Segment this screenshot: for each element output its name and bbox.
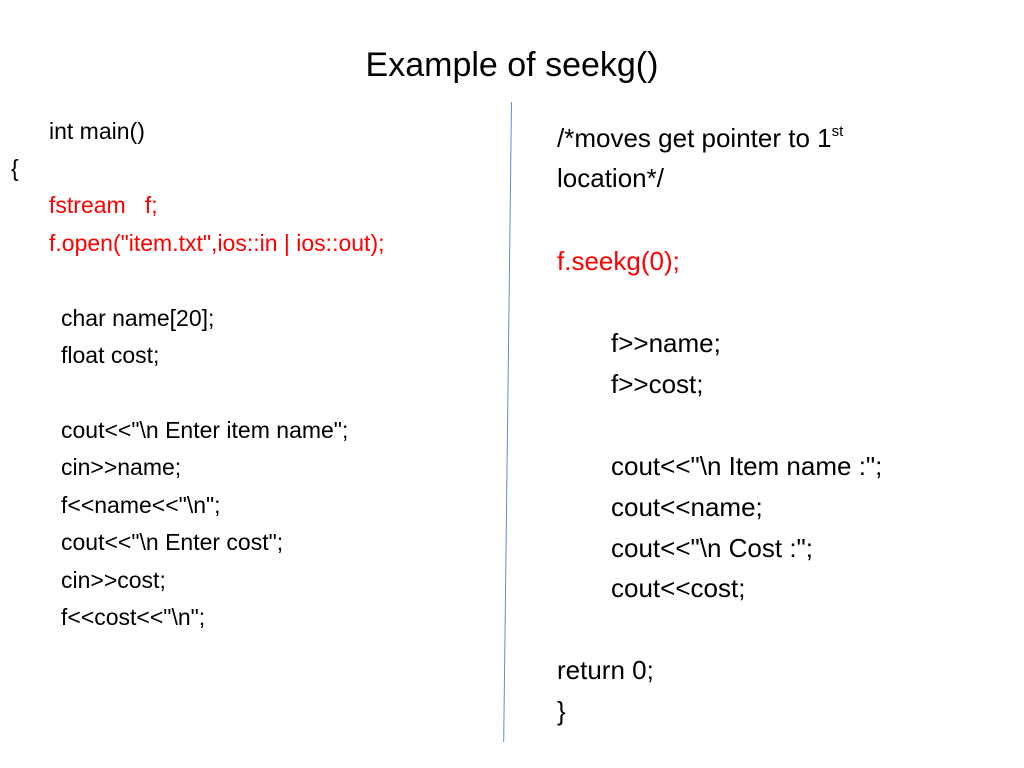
code-line-main-decl: int main() [49,118,145,144]
code-line-return: return 0; [557,655,654,685]
code-line-float-decl: float cost; [61,342,160,368]
code-line-read-name: cin>>name; [61,454,182,480]
code-line-print-cost: cout<<cost; [611,573,746,603]
code-line-print-item-label: cout<<"\n Item name :"; [611,451,883,481]
code-line-char-decl: char name[20]; [61,305,215,331]
code-line-print-cost-label: cout<<"\n Cost :"; [611,533,814,563]
code-line-open-brace: { [11,155,19,181]
ordinal-superscript: st [831,123,844,140]
comment-text: /*moves get pointer to 1 [557,123,832,153]
code-comment-first-line: /*moves get pointer to 1st [557,122,843,154]
column-divider [503,102,512,742]
code-line-close-brace: } [557,696,566,726]
code-line-prompt-name: cout<<"\n Enter item name"; [61,417,349,443]
code-line-extract-name: f>>name; [611,328,721,358]
code-line-prompt-cost: cout<<"\n Enter cost"; [61,529,284,555]
code-line-write-cost: f<<cost<<"\n"; [61,604,206,630]
code-line-print-name: cout<<name; [611,492,763,522]
slide-title: Example of seekg() [365,46,659,84]
code-line-fstream-decl: fstream f; [49,192,158,218]
code-line-read-cost: cin>>cost; [61,567,166,593]
code-comment-second-line: location*/ [557,163,664,193]
code-line-extract-cost: f>>cost; [611,369,704,399]
code-line-open-call: f.open("item.txt",ios::in | ios::out); [49,230,385,256]
code-line-seek-call: f.seekg(0); [557,246,680,276]
code-line-write-name: f<<name<<"\n"; [61,492,221,518]
